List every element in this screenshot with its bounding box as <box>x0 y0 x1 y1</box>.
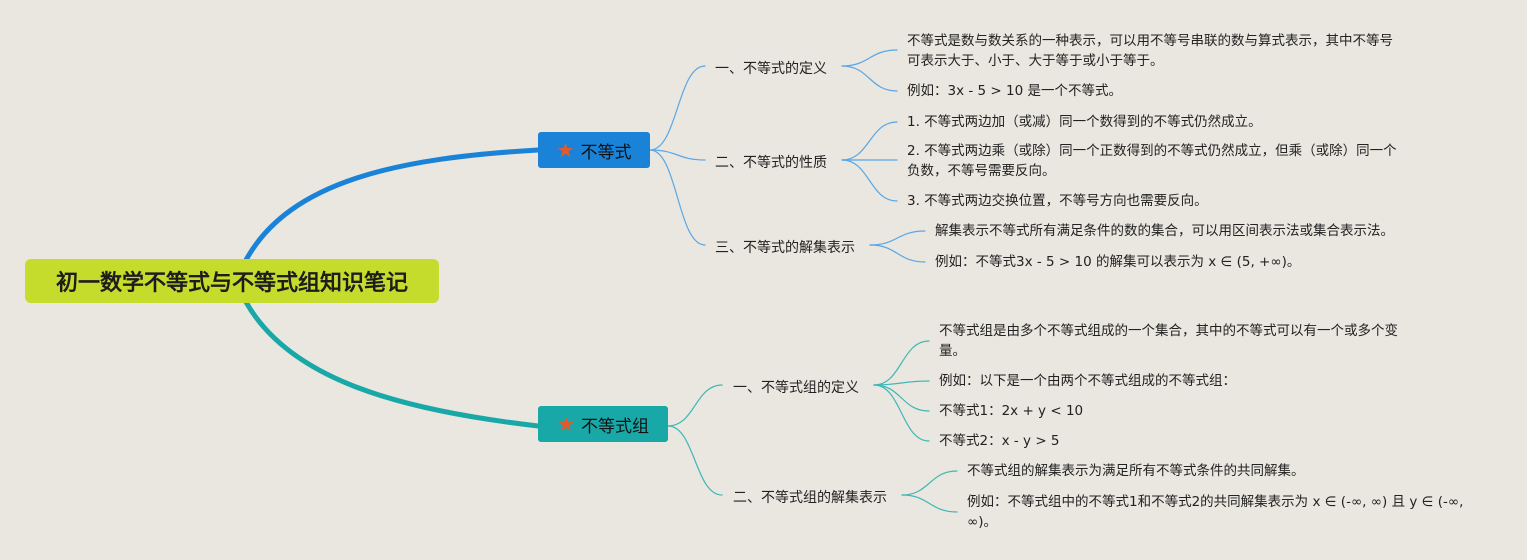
leaf-branch-line <box>873 340 930 386</box>
leaf-text: 不等式是数与数关系的一种表示，可以用不等号串联的数与算式表示，其中不等号可表示大… <box>907 33 1393 69</box>
leaf-text: 2. 不等式两边乘（或除）同一个正数得到的不等式仍然成立，但乘（或除）同一个负数… <box>907 143 1397 179</box>
leaf-text: 例如：以下是一个由两个不等式组成的不等式组： <box>939 373 1236 389</box>
leaf-note[interactable]: 例如：以下是一个由两个不等式组成的不等式组： <box>939 371 1417 391</box>
subtopic-solution-set[interactable]: 三、不等式的解集表示 <box>715 237 855 257</box>
sub-branch-line <box>649 65 706 151</box>
leaf-branch-line <box>873 384 930 442</box>
subtopic-label: 三、不等式的解集表示 <box>715 240 855 256</box>
subtopic-properties[interactable]: 二、不等式的性质 <box>715 152 827 172</box>
leaf-text: 1. 不等式两边加（或减）同一个数得到的不等式仍然成立。 <box>907 114 1262 130</box>
main-branch-line <box>243 299 541 429</box>
subtopic-label: 二、不等式的性质 <box>715 155 827 171</box>
leaf-note[interactable]: 2. 不等式两边乘（或除）同一个正数得到的不等式仍然成立，但乘（或除）同一个负数… <box>907 141 1402 181</box>
leaf-note[interactable]: 3. 不等式两边交换位置，不等号方向也需要反向。 <box>907 191 1402 211</box>
leaf-note[interactable]: 解集表示不等式所有满足条件的数的集合，可以用区间表示法或集合表示法。 <box>935 221 1455 241</box>
leaf-text: 不等式组是由多个不等式组成的一个集合，其中的不等式可以有一个或多个变量。 <box>939 323 1398 359</box>
leaf-note[interactable]: 例如：不等式组中的不等式1和不等式2的共同解集表示为 x ∈ (-∞, ∞) 且… <box>967 492 1467 532</box>
topic-label: 不等式 <box>580 142 632 163</box>
subtopic-label: 一、不等式的定义 <box>715 61 827 77</box>
sub-branch-line <box>649 149 706 246</box>
leaf-text: 不等式组的解集表示为满足所有不等式条件的共同解集。 <box>967 463 1305 479</box>
leaf-note[interactable]: 例如：不等式3x - 5 > 10 的解集可以表示为 x ∈ (5, +∞)。 <box>935 252 1455 272</box>
subtopic-definition[interactable]: 一、不等式的定义 <box>715 58 827 78</box>
leaf-note[interactable]: 1. 不等式两边加（或减）同一个数得到的不等式仍然成立。 <box>907 112 1402 132</box>
leaf-branch-line <box>841 159 898 202</box>
leaf-branch-line <box>901 494 958 513</box>
leaf-note[interactable]: 不等式2：x - y > 5 <box>939 431 1417 451</box>
leaf-branch-line <box>841 65 898 92</box>
main-branch-line <box>243 147 541 263</box>
subtopic-label: 二、不等式组的解集表示 <box>733 490 887 506</box>
sub-branch-line <box>667 425 723 496</box>
leaf-text: 不等式1：2x + y < 10 <box>939 403 1084 419</box>
sub-branch-line <box>649 149 706 161</box>
topic-inequality[interactable]: ★ 不等式 <box>538 132 650 168</box>
star-icon: ★ <box>556 138 575 162</box>
root-title: 初一数学不等式与不等式组知识笔记 <box>55 271 408 296</box>
leaf-text: 例如：不等式3x - 5 > 10 的解集可以表示为 x ∈ (5, +∞)。 <box>935 254 1301 270</box>
leaf-note[interactable]: 不等式组的解集表示为满足所有不等式条件的共同解集。 <box>967 461 1467 481</box>
topic-label: 不等式组 <box>580 416 649 437</box>
leaf-note[interactable]: 不等式是数与数关系的一种表示，可以用不等号串联的数与算式表示，其中不等号可表示大… <box>907 31 1402 71</box>
subtopic-system-solution-set[interactable]: 二、不等式组的解集表示 <box>733 487 887 507</box>
leaf-text: 解集表示不等式所有满足条件的数的集合，可以用区间表示法或集合表示法。 <box>935 223 1394 239</box>
leaf-branch-line <box>901 470 958 496</box>
root-node[interactable]: 初一数学不等式与不等式组知识笔记 <box>25 259 439 303</box>
leaf-note[interactable]: 例如：3x - 5 > 10 是一个不等式。 <box>907 81 1402 101</box>
sub-branch-line <box>667 384 723 427</box>
leaf-text: 例如：不等式组中的不等式1和不等式2的共同解集表示为 x ∈ (-∞, ∞) 且… <box>967 494 1464 530</box>
leaf-branch-line <box>873 384 930 412</box>
leaf-branch-line <box>869 244 926 263</box>
leaf-text: 例如：3x - 5 > 10 是一个不等式。 <box>907 83 1122 99</box>
leaf-branch-line <box>869 230 926 246</box>
leaf-note[interactable]: 不等式组是由多个不等式组成的一个集合，其中的不等式可以有一个或多个变量。 <box>939 321 1417 361</box>
leaf-note[interactable]: 不等式1：2x + y < 10 <box>939 401 1417 421</box>
leaf-branch-line <box>841 121 898 161</box>
subtopic-system-definition[interactable]: 一、不等式组的定义 <box>733 377 859 397</box>
star-icon: ★ <box>557 412 575 436</box>
subtopic-label: 一、不等式组的定义 <box>733 380 859 396</box>
leaf-text: 不等式2：x - y > 5 <box>939 433 1060 449</box>
topic-inequality-system[interactable]: ★ 不等式组 <box>538 406 668 442</box>
leaf-text: 3. 不等式两边交换位置，不等号方向也需要反向。 <box>907 193 1208 209</box>
leaf-branch-line <box>841 49 898 67</box>
